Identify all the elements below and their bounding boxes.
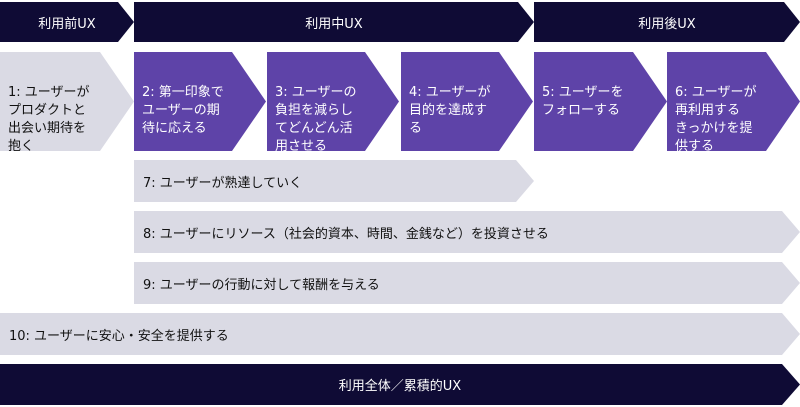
bar-9-label: 9: ユーザーの行動に対して報酬を与える xyxy=(143,277,380,293)
bar-7-label: 7: ユーザーが熟達していく xyxy=(143,175,303,191)
overall-ux-footer-label: 利用全体／累積的UX xyxy=(338,379,462,394)
bar-8: 8: ユーザーにリソース（社会的資本、時間、金銭など）を投資させる xyxy=(134,211,800,253)
step-5-label: 5: ユーザーを フォローする xyxy=(542,85,624,118)
phase-header-during: 利用中UX xyxy=(134,2,534,42)
bar-10: 10: ユーザーに安心・安全を提供する xyxy=(0,313,800,355)
step-1-label: 1: ユーザーが プロダクトと 出会い期待を 抱く xyxy=(8,85,90,154)
phase-header-after-label: 利用後UX xyxy=(638,16,696,32)
phase-header-during-label: 利用中UX xyxy=(305,16,363,32)
phase-header-before-label: 利用前UX xyxy=(38,16,96,32)
bar-7: 7: ユーザーが熟達していく xyxy=(134,160,534,202)
step-1-chevron: 1: ユーザーが プロダクトと 出会い期待を 抱く xyxy=(0,52,134,151)
step-3-label: 3: ユーザーの 負担を減らし てどんどん活 用させる xyxy=(275,85,357,154)
bar-9: 9: ユーザーの行動に対して報酬を与える xyxy=(134,262,800,304)
step-6-label: 6: ユーザーが 再利用する きっかけを提 供する xyxy=(675,85,757,154)
step-3-chevron: 3: ユーザーの 負担を減らし てどんどん活 用させる xyxy=(267,52,399,151)
step-6-chevron: 6: ユーザーが 再利用する きっかけを提 供する xyxy=(667,52,800,151)
phase-header-before: 利用前UX xyxy=(0,2,134,42)
step-2-label: 2: 第一印象で ユーザーの期 待に応える xyxy=(142,85,224,136)
overall-ux-footer: 利用全体／累積的UX xyxy=(0,364,800,405)
step-4-chevron: 4: ユーザーが 目的を達成す る xyxy=(401,52,533,151)
phase-header-after: 利用後UX xyxy=(534,2,800,42)
step-2-chevron: 2: 第一印象で ユーザーの期 待に応える xyxy=(134,52,266,151)
step-5-chevron: 5: ユーザーを フォローする xyxy=(534,52,667,151)
bar-8-label: 8: ユーザーにリソース（社会的資本、時間、金銭など）を投資させる xyxy=(143,226,549,242)
step-4-label: 4: ユーザーが 目的を達成す る xyxy=(409,85,491,136)
bar-10-label: 10: ユーザーに安心・安全を提供する xyxy=(9,328,229,344)
